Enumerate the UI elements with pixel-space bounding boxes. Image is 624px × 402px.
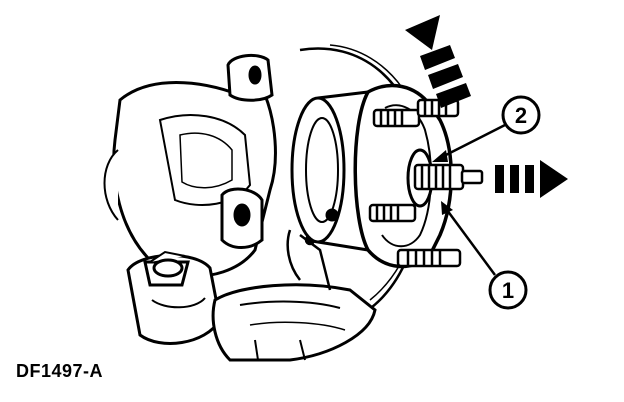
upper-mount-boss: [226, 53, 274, 102]
callout-2-number: 2: [515, 103, 527, 128]
lower-mount-boss: [220, 187, 264, 249]
lower-control-arm: [211, 283, 377, 362]
arrow-right-outward: [495, 160, 568, 198]
wheel-stud-top: [372, 108, 421, 128]
axle-shaft: [406, 148, 484, 208]
bearing-housing: [290, 90, 369, 252]
ball-joint-nut: [126, 250, 222, 345]
callout-1: 1: [441, 201, 528, 310]
callout-1-number: 1: [502, 278, 514, 303]
figure-id-label: DF1497-A: [16, 361, 104, 381]
wheel-stud-middle: [368, 203, 417, 223]
callout-2: 2: [432, 95, 541, 162]
wheel-stud-bottom: [396, 248, 462, 268]
arrow-up-diagonal: [405, 15, 471, 108]
